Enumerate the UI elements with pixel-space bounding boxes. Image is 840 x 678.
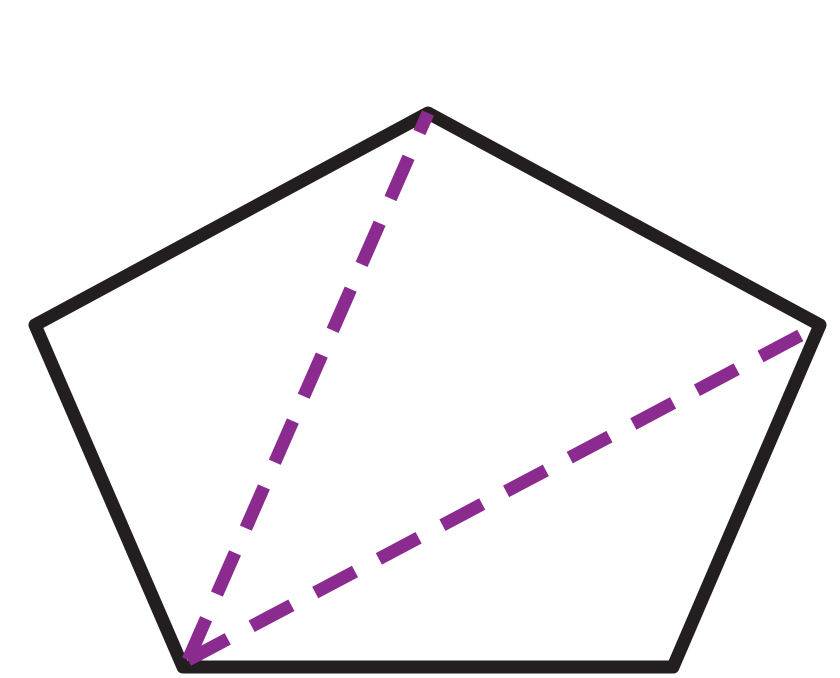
diagonal-to-right-vertex [184,319,824,666]
pentagon-outline [28,106,827,674]
diagonal-to-top-vertex [182,110,434,663]
